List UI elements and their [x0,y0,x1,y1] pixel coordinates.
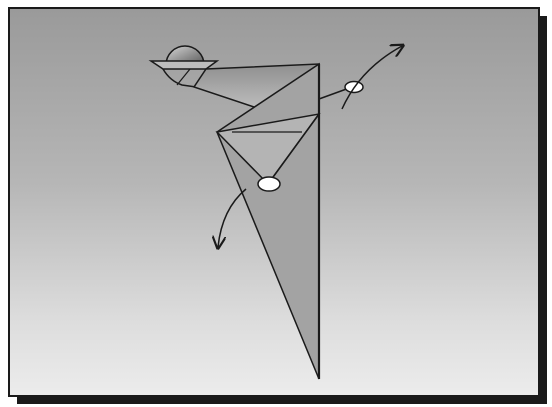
rotation-arrow-icon [218,189,246,247]
origami-figure-diagram [10,9,538,395]
hat-brim [151,61,217,69]
body-fold-left [217,64,319,379]
rotation-arrow-icon [342,46,402,109]
diagram-panel [8,7,540,397]
neck-line [163,69,196,87]
lower-joint [258,177,280,191]
chin-line [177,69,190,85]
